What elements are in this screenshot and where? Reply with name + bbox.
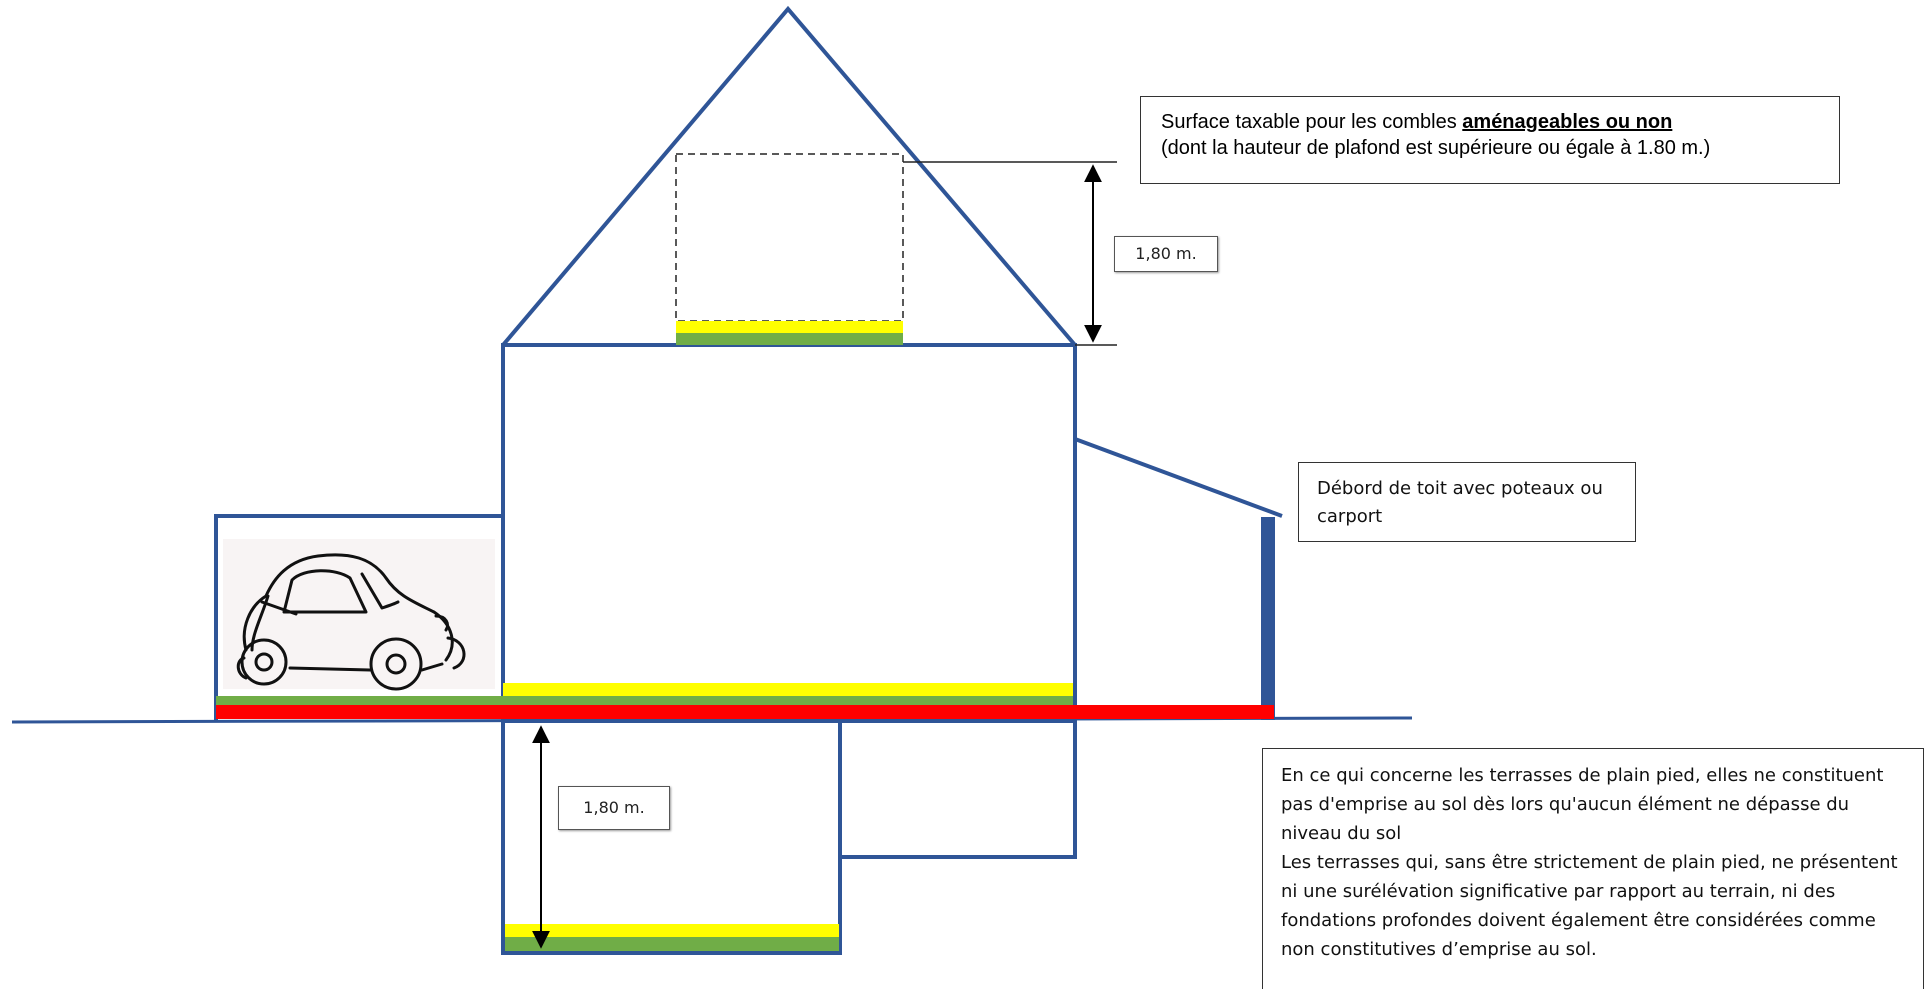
basement-floor-green-band (505, 937, 839, 951)
terrace-note-paragraph-1: En ce qui concerne les terrasses de plai… (1281, 765, 1884, 844)
carport-roof (1074, 437, 1283, 518)
basement-extension (838, 721, 1077, 859)
carport-post (1261, 517, 1275, 720)
carport-note: Débord de toit avec poteaux ou carport (1298, 462, 1636, 542)
basement-dimension-label: 1,80 m. (558, 786, 670, 830)
basement-outline (501, 719, 842, 955)
attic-dimension-label: 1,80 m. (1114, 236, 1218, 272)
basement-floor-yellow-band (505, 924, 839, 937)
roof (501, 5, 1077, 347)
attic-floor-yellow-band (676, 321, 903, 333)
main-house-body (501, 343, 1077, 723)
car-image-panel (223, 539, 495, 689)
garage-outline (214, 514, 503, 722)
attic-note-emphasis: aménageables ou non (1462, 111, 1673, 133)
attic-taxable-surface-note: Surface taxable pour les combles aménage… (1140, 96, 1840, 184)
terrace-note: En ce qui concerne les terrasses de plai… (1262, 748, 1924, 989)
ground-floor-green-band (503, 696, 1073, 705)
garage-floor-green-band (216, 696, 503, 705)
ground-floor-yellow-band (503, 683, 1073, 696)
attic-floor-green-band (676, 333, 903, 345)
footprint-red-band (216, 705, 1274, 719)
attic-note-line2: (dont la hauteur de plafond est supérieu… (1161, 137, 1711, 159)
attic-note-prefix: Surface taxable pour les combles (1161, 111, 1463, 133)
car-icon (236, 553, 466, 691)
terrace-note-paragraph-2: Les terrasses qui, sans être strictement… (1281, 852, 1898, 960)
attic-taxable-zone (675, 153, 904, 322)
